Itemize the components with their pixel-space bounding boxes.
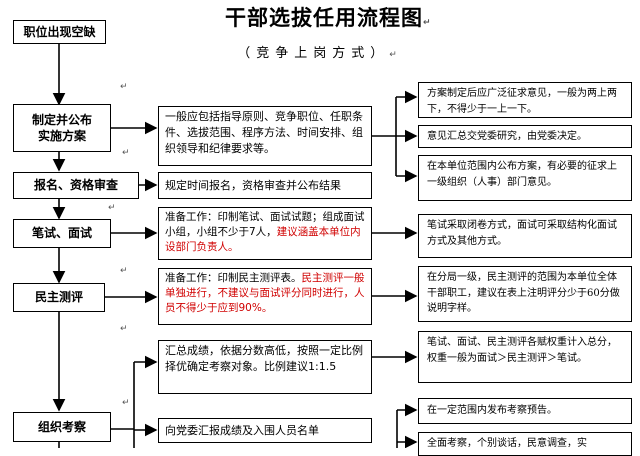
- paragraph-mark: ↵: [120, 82, 128, 92]
- paragraph-mark: ↵: [120, 266, 128, 276]
- note-inspection-partial: 全面考察，个别谈话，民意调查，实: [418, 432, 632, 456]
- note-publish: 在一定范围内发布考察预告。: [418, 398, 632, 424]
- stage-vacancy: 职位出现空缺: [13, 20, 106, 44]
- paragraph-mark: ↵: [122, 398, 130, 408]
- paragraph-mark: ↵: [122, 148, 130, 158]
- detail-exam: 准备工作：印制笔试、面试试题；组成面试小组，小组不少于7人，建议涵盖本单位内设部…: [158, 207, 372, 260]
- stage-inspection: 组织考察: [13, 412, 111, 442]
- page-title: 干部选拔任用流程图↵: [225, 6, 432, 30]
- detail-summary: 汇总成绩，依据分数高低，按照一定比例择优确定考察对象。比例建议1:1.5: [158, 340, 372, 394]
- note-plan-1: 方案制定后应广泛征求意见，一般为两上两下，不得少于一上一下。: [418, 82, 632, 118]
- stage-signup: 报名、资格审查: [13, 172, 139, 199]
- stage-exam: 笔试、面试: [13, 219, 111, 248]
- note-evaluation: 在分局一级，民主测评的范围为本单位全体干部职工，建议在表上注明评分少于60分做说…: [418, 266, 632, 322]
- detail-plan: 一般应包括指导原则、竞争职位、任职条件、选拔范围、程序方法、时间安排、组织领导和…: [158, 106, 372, 166]
- note-weight: 笔试、面试、民主测评各赋权重计入总分，权重一般为面试＞民主测评＞笔试。: [418, 331, 632, 383]
- stage-evaluation: 民主测评: [13, 283, 105, 312]
- note-plan-3: 在本单位范围内公布方案，有必要的征求上一级组织（人事）部门意见。: [418, 155, 632, 201]
- paragraph-mark: ↵: [108, 203, 116, 213]
- stage-plan: 制定并公布实施方案: [13, 104, 111, 152]
- detail-signup: 规定时间报名，资格审查并公布结果: [158, 172, 372, 199]
- paragraph-mark: ↵: [120, 324, 128, 334]
- page-subtitle: （竞争上岗方式）↵: [237, 46, 403, 61]
- note-exam: 笔试采取闭卷方式，面试可采取结构化面试方式及其他方式。: [418, 214, 632, 258]
- detail-report: 向党委汇报成绩及入围人员名单: [158, 418, 372, 443]
- note-plan-2: 意见汇总交党委研究，由党委决定。: [418, 125, 632, 148]
- detail-evaluation: 准备工作：印制民主测评表。民主测评一般单独进行，不建议与面试评分同时进行，人员不…: [158, 268, 372, 325]
